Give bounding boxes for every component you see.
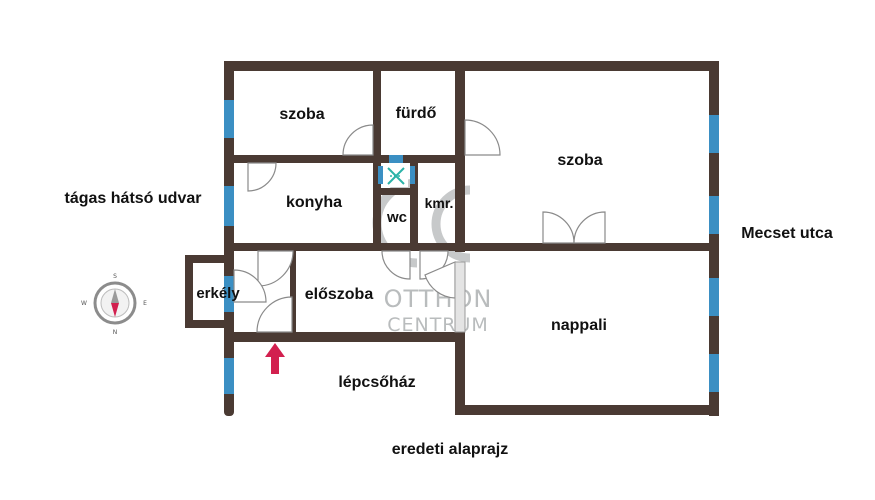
door-furdo — [464, 119, 501, 156]
wall-erkely-left — [185, 255, 193, 328]
captions: tágas hátsó udvar Mecset utca eredeti al… — [65, 190, 833, 458]
window-szoba-top — [224, 100, 234, 138]
wall-corridor-bottom — [234, 332, 465, 342]
window-konyha — [224, 186, 234, 226]
door-erkely — [233, 269, 267, 303]
wall-stairwell-right — [455, 330, 465, 415]
room-label-lepcsohaz: lépcsőház — [338, 374, 415, 391]
door-eloszoba-top — [257, 250, 294, 287]
compass-icon: S N E W — [80, 272, 150, 336]
room-label-szoba-right: szoba — [557, 152, 602, 169]
wall-outer-bottom — [455, 405, 719, 415]
caption-right: Mecset utca — [741, 225, 833, 242]
room-label-konyha: konyha — [286, 194, 342, 211]
entrance-arrow-shape — [265, 343, 285, 374]
compass-label-west: W — [81, 300, 87, 307]
room-label-erkely: erkély — [196, 285, 240, 302]
window-shaft-right — [410, 166, 415, 184]
wall-shaft-bottom — [378, 188, 413, 195]
wall-furdo-szoba — [455, 71, 465, 252]
wall-szoba-konyha — [234, 155, 459, 163]
compass-label-south: S — [113, 273, 117, 280]
door-nappali-frame — [454, 261, 466, 333]
compass-label-east: E — [143, 300, 147, 307]
compass-needle-south — [111, 303, 119, 317]
partition-eloszoba — [290, 251, 296, 332]
window-shaft-left — [378, 166, 383, 184]
wall-wc-kamra — [410, 155, 418, 250]
wall-outer-right — [709, 61, 719, 416]
wall-szoba-furdo — [373, 71, 381, 157]
entrance-arrow-icon — [265, 343, 285, 374]
room-label-nappali: nappali — [551, 317, 607, 334]
window-erkely — [224, 276, 234, 312]
compass-label-north: N — [113, 329, 118, 336]
compass-needle-north — [111, 289, 119, 303]
room-label-furdo: fürdő — [396, 105, 437, 122]
room-labels: szoba fürdő szoba konyha wc kmr. erkély … — [196, 105, 607, 391]
door-wc — [381, 250, 411, 280]
door-entrance — [256, 296, 293, 333]
doors — [233, 119, 606, 333]
wall-erkely-bottom — [185, 320, 230, 328]
window-nappali-2 — [709, 354, 719, 392]
wall-outer-top — [224, 61, 719, 71]
room-label-wc: wc — [386, 209, 407, 226]
door-konyha — [247, 162, 277, 192]
ventilation-shaft-icon — [384, 165, 408, 187]
room-label-szoba-top: szoba — [279, 106, 324, 123]
walls — [185, 61, 719, 416]
room-label-eloszoba: előszoba — [305, 286, 374, 303]
wall-middle — [234, 243, 719, 251]
wall-konyha-wc — [373, 155, 381, 250]
window-shaft-top — [389, 155, 403, 163]
door-double-right — [573, 211, 606, 244]
door-double-left — [542, 211, 575, 244]
window-nappali-1 — [709, 278, 719, 316]
window-lepcsohaz — [224, 358, 234, 394]
door-szoba-top — [342, 124, 374, 156]
windows — [224, 100, 719, 394]
room-label-kamra: kmr. — [425, 195, 454, 211]
caption-bottom: eredeti alaprajz — [392, 441, 509, 458]
caption-left: tágas hátsó udvar — [65, 190, 202, 207]
window-szoba-right-2 — [709, 196, 719, 234]
wall-erkely-top — [185, 255, 230, 263]
window-szoba-right-1 — [709, 115, 719, 153]
